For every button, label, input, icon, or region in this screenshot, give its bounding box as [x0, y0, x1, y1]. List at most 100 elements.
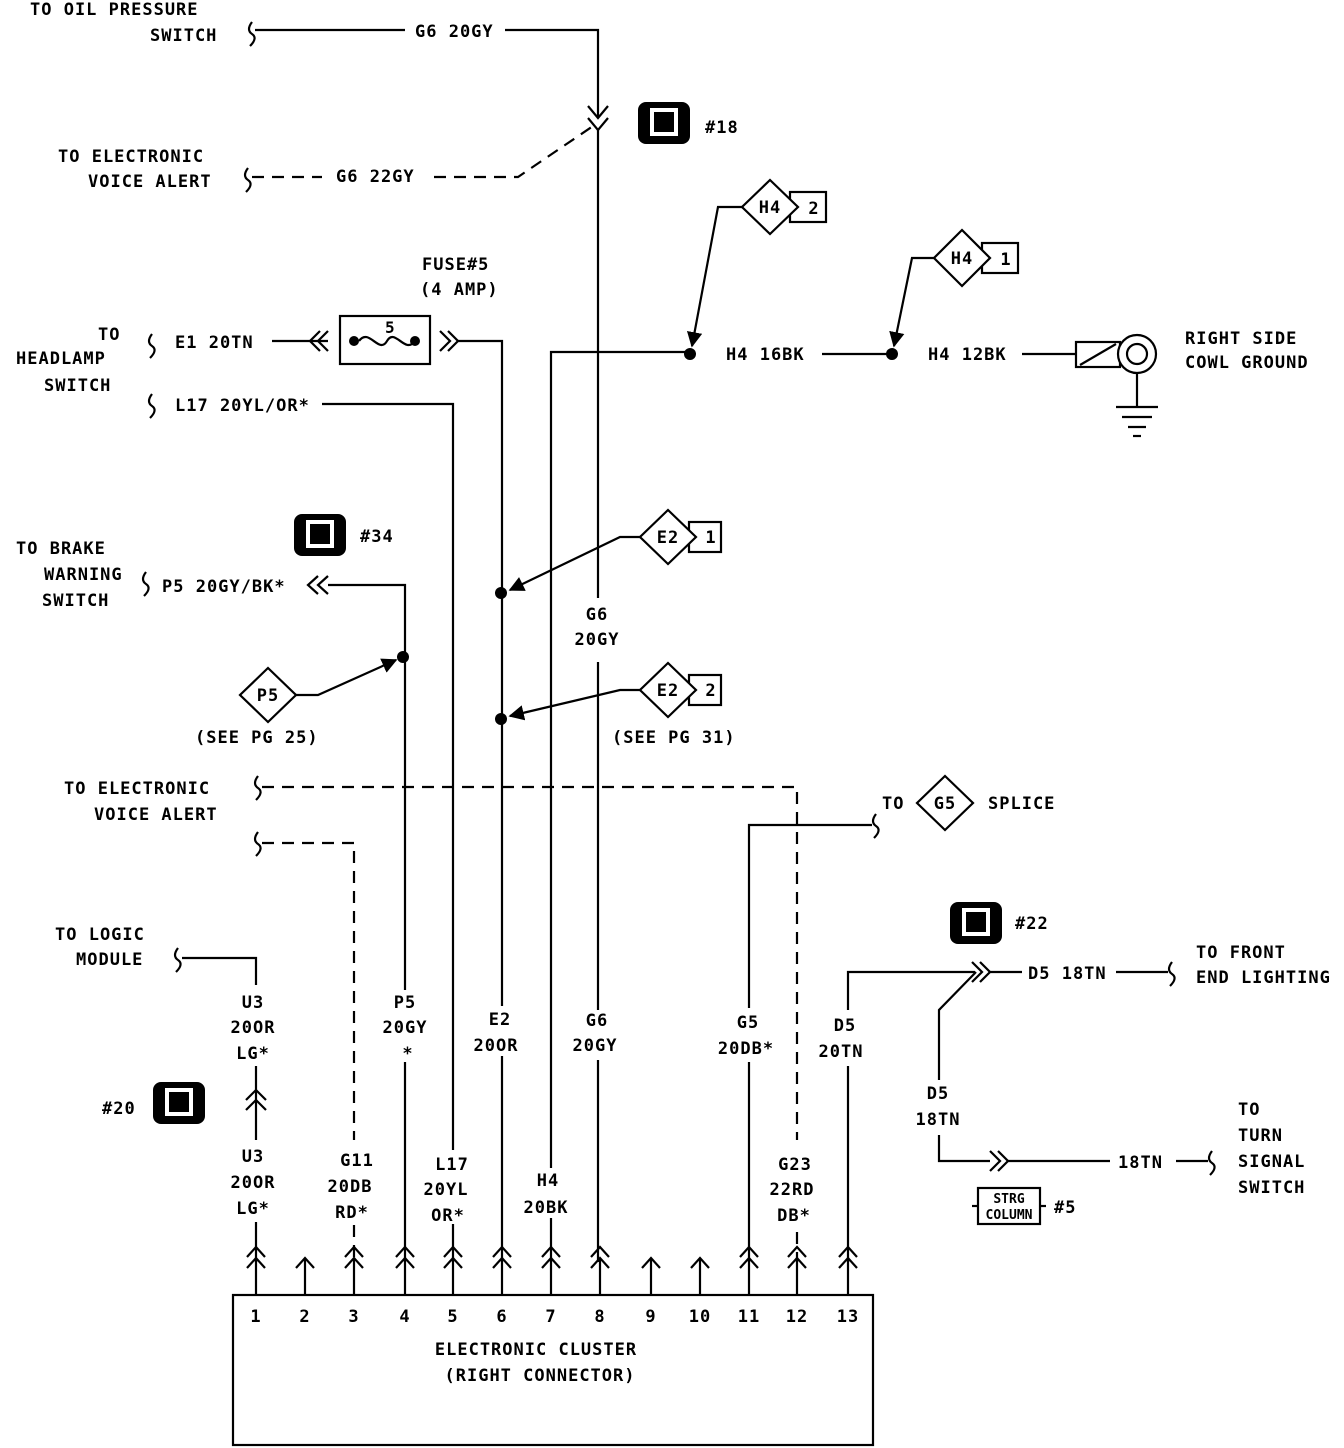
pin-number: 7 [545, 1307, 556, 1327]
svg-text:TO ELECTRONIC: TO ELECTRONIC [58, 147, 204, 167]
svg-text:COLUMN: COLUMN [986, 1208, 1033, 1223]
svg-text:RD*: RD* [335, 1203, 369, 1223]
svg-text:20DB*: 20DB* [718, 1039, 774, 1059]
svg-text:FUSE#5: FUSE#5 [422, 255, 489, 275]
wire-label-d5-mid-gauge: 18TN [916, 1110, 961, 1130]
svg-text:20YL: 20YL [424, 1180, 469, 1200]
g5-splice-label: SPLICE [988, 794, 1055, 814]
connector-chevron-u3 [245, 1088, 267, 1111]
wire-l17 [322, 402, 455, 1262]
wire-g6-to-splice [505, 28, 600, 118]
svg-text:D5: D5 [834, 1016, 856, 1036]
wire-break-symbol [147, 333, 156, 359]
wire-d5-to-turn [937, 1135, 990, 1163]
wire-label-e2-pin: E2 20OR [468, 1006, 534, 1056]
connector-chevron-p5 [306, 575, 329, 595]
svg-text:20OR: 20OR [474, 1036, 519, 1056]
brake-warning-switch-label: TO BRAKE WARNING SWITCH [16, 539, 123, 611]
see-page-31-note: (SEE PG 31) [612, 728, 736, 748]
voice-alert-lower-label: TO ELECTRONIC VOICE ALERT [64, 779, 217, 825]
wire-label-h4-12bk: H4 12BK [928, 345, 1007, 365]
svg-text:TO OIL PRESSURE: TO OIL PRESSURE [30, 0, 199, 20]
wire-g11-dashed [262, 841, 356, 1140]
svg-text:STRG: STRG [993, 1192, 1024, 1207]
svg-text:MODULE: MODULE [76, 950, 143, 970]
pin-number: 12 [786, 1307, 808, 1327]
pin-number: 5 [447, 1307, 458, 1327]
svg-text:*: * [402, 1044, 413, 1064]
svg-text:P5: P5 [394, 993, 416, 1013]
svg-text:WARNING: WARNING [44, 565, 123, 585]
pin-arrow [838, 1245, 858, 1294]
svg-text:TO LOGIC: TO LOGIC [55, 925, 145, 945]
wire-u3-to-logic [182, 956, 258, 985]
pin-number: 1 [250, 1307, 261, 1327]
wire-label-g6-20gy-top: G6 20GY [415, 22, 494, 42]
svg-text:E2: E2 [657, 528, 679, 548]
svg-text:TO ELECTRONIC: TO ELECTRONIC [64, 779, 210, 799]
wire-label-u3-upper: U3 20OR LG* [231, 993, 276, 1064]
wire-label-g23-pin: G23 22RD DB* [766, 1150, 828, 1226]
svg-text:20OR: 20OR [231, 1173, 276, 1193]
splice-tag-e2-1: E2 1 [638, 508, 723, 566]
splice-tag-p5: P5 [238, 666, 298, 724]
svg-text:U3: U3 [242, 1147, 264, 1167]
svg-text:SWITCH: SWITCH [150, 26, 217, 46]
connector-icon-34 [294, 514, 346, 556]
pin-number: 3 [348, 1307, 359, 1327]
wire-label-l17-pin: L17 20YL OR* [418, 1150, 490, 1226]
wire-label-p5-pin: P5 20GY * [380, 990, 430, 1064]
see-page-25-note: (SEE PG 25) [195, 728, 319, 748]
connector-20-label: #20 [102, 1099, 136, 1119]
pin-arrows [246, 1245, 858, 1294]
svg-text:2: 2 [705, 681, 716, 701]
pin-number: 13 [837, 1307, 859, 1327]
svg-text:U3: U3 [242, 993, 264, 1013]
wire-g23-dashed [262, 785, 799, 1140]
svg-text:TO FRONT: TO FRONT [1196, 943, 1286, 963]
wire-break-symbol [1167, 961, 1176, 987]
pin-arrow [690, 1256, 710, 1294]
front-end-lighting-label: TO FRONT END LIGHTING [1196, 943, 1331, 988]
splice-dot-h4-2 [684, 348, 696, 360]
pin-number: 10 [689, 1307, 711, 1327]
wire-break-symbol [253, 831, 262, 857]
electronic-cluster-box [231, 1293, 875, 1447]
headlamp-switch-label: TO HEADLAMP SWITCH [16, 325, 119, 396]
svg-text:RIGHT SIDE: RIGHT SIDE [1185, 329, 1297, 349]
svg-text:20OR: 20OR [231, 1018, 276, 1038]
fuse-number: 5 [385, 318, 396, 337]
pin-arrow [641, 1256, 661, 1294]
svg-text:20BK: 20BK [524, 1198, 569, 1218]
svg-text:G5: G5 [737, 1013, 759, 1033]
fuse-label: FUSE#5 (4 AMP) [420, 255, 499, 300]
svg-text:OR*: OR* [431, 1206, 465, 1226]
svg-text:END LIGHTING: END LIGHTING [1196, 968, 1331, 988]
svg-text:20DB: 20DB [328, 1177, 373, 1197]
connector-icon-18 [638, 102, 690, 144]
svg-text:G11: G11 [340, 1151, 374, 1171]
splice-tag-h4-2: H4 2 [740, 178, 828, 236]
svg-text:COWL GROUND: COWL GROUND [1185, 353, 1309, 373]
splice-tag-e2-2: E2 2 [638, 661, 723, 719]
connector-chevron-fuse-right [439, 330, 460, 352]
fuse-5: 5 [338, 314, 432, 366]
svg-text:TO BRAKE: TO BRAKE [16, 539, 106, 559]
pin-arrow [443, 1245, 463, 1294]
ground-symbol [1074, 333, 1158, 438]
svg-text:(4 AMP): (4 AMP) [420, 280, 499, 300]
turn-signal-switch-label: TO TURN SIGNAL SWITCH [1238, 1100, 1304, 1198]
svg-text:20GY: 20GY [573, 1036, 618, 1056]
svg-text:P5: P5 [257, 686, 279, 706]
steering-column-number: #5 [1054, 1198, 1076, 1218]
pin-number: 8 [594, 1307, 605, 1327]
arrow-h4-2 [686, 205, 742, 348]
wire-label-g11: G11 20DB RD* [328, 1151, 374, 1223]
connector-22-label: #22 [1015, 914, 1049, 934]
svg-text:H4: H4 [537, 1171, 559, 1191]
oil-pressure-switch-label: TO OIL PRESSURE SWITCH [30, 0, 217, 46]
wire-label-g6-mid: G6 [586, 605, 608, 625]
wire-break-symbol [243, 167, 252, 193]
wire-label-e1-20tn: E1 20TN [175, 333, 254, 353]
